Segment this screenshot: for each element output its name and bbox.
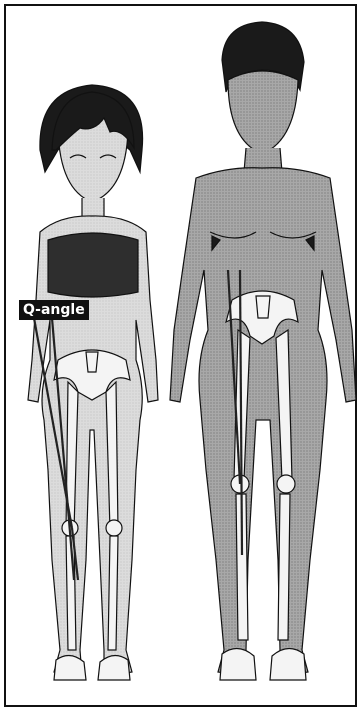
q-angle-label: Q-angle — [19, 300, 89, 320]
female-top — [48, 233, 138, 297]
male-figure — [170, 22, 356, 680]
male-body — [170, 168, 356, 676]
male-face — [228, 71, 298, 154]
female-figure — [28, 85, 158, 680]
